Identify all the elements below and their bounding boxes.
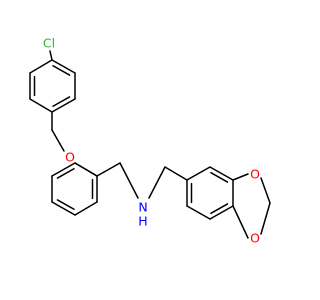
aryl-ch2-bond	[96, 162, 121, 177]
dioxole-o1-bond	[232, 173, 249, 181]
atom-labels: Cl O N H O O	[43, 36, 260, 246]
benzodioxole-double-1	[210, 171, 229, 183]
structure-drawing: Cl O N H O O	[29, 36, 271, 246]
dioxole-ch2-upper-bond	[260, 177, 271, 204]
dioxole-oxygen-lower-label: O	[250, 231, 260, 246]
benzodioxole-bond-4	[186, 205, 211, 220]
phenyl-bond-1	[74, 201, 98, 216]
amine-hydrogen-label: H	[138, 214, 147, 229]
ether-oxygen-label: O	[65, 150, 75, 165]
chlorine-atom-label: Cl	[43, 36, 55, 51]
chlorophenyl-bond-2	[51, 98, 76, 113]
benzodioxole-bond-1	[209, 166, 234, 181]
phenyl-bond-5	[74, 162, 98, 177]
molecule-canvas: Cl O N H O O	[29, 36, 271, 246]
amine-nitrogen-label: N	[138, 200, 147, 215]
phenyl-double-2	[56, 199, 75, 211]
ch2-o-bond	[51, 129, 65, 152]
dioxole-ch2-lower-bond	[260, 202, 271, 235]
phenyl-double-4	[56, 167, 75, 179]
n-ch2-bond	[148, 166, 166, 199]
chlorophenyl-bond-0	[51, 59, 76, 74]
chlorophenyl-double-2	[52, 96, 71, 108]
c-cl-bond	[49, 50, 53, 61]
bond-layer	[29, 50, 271, 239]
ch2-aryl-bond	[164, 166, 188, 181]
phenyl-bond-4	[51, 162, 76, 177]
chlorophenyl-bond-3	[29, 98, 53, 113]
chlorophenyl-bond-5	[29, 59, 53, 74]
phenyl-bond-2	[51, 201, 76, 216]
benzodioxole-bond-0	[186, 166, 211, 181]
benzodioxole-double-3	[210, 203, 229, 215]
chlorophenyl-double-0	[52, 64, 71, 76]
benzodioxole-bond-3	[209, 205, 234, 220]
dioxole-oxygen-upper-label: O	[250, 167, 260, 182]
dioxole-o2-bond	[232, 205, 249, 239]
ch2-n-bond	[119, 162, 139, 199]
